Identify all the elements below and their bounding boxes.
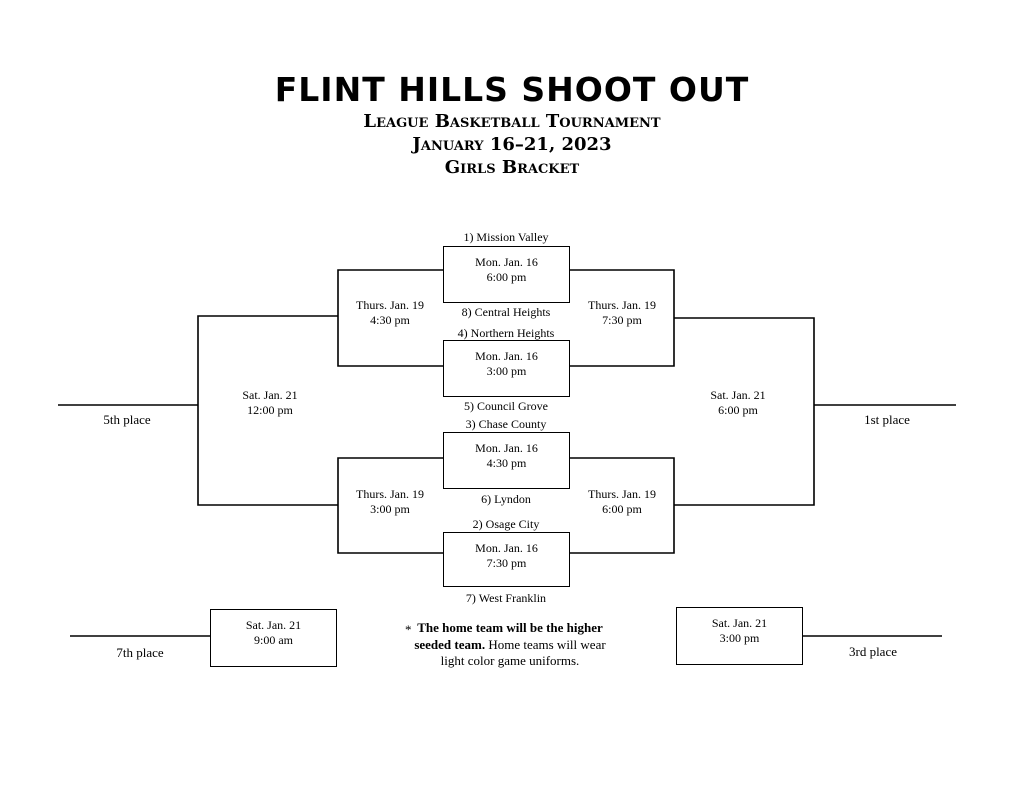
- team-seed-6: 6) Lyndon: [481, 492, 531, 506]
- game-date: Sat. Jan. 21: [711, 616, 768, 630]
- game-date: Sat. Jan. 21: [245, 618, 302, 632]
- game-box-4v5: Mon. Jan. 16 3:00 pm: [443, 340, 570, 397]
- first-place-label: 1st place: [864, 412, 910, 427]
- game-time: 4:30 pm: [486, 456, 527, 470]
- team-seed-7: 7) West Franklin: [465, 591, 547, 605]
- game-time: 3:00 pm: [719, 631, 760, 645]
- game-box-3v6: Mon. Jan. 16 4:30 pm: [443, 432, 570, 489]
- team-seed-4: 4) Northern Heights: [457, 326, 555, 340]
- home-team-note: * The home team will be the higher seede…: [405, 620, 615, 670]
- team-seed-3: 3) Chase County: [465, 417, 547, 431]
- tournament-subtitle: League Basketball Tournament: [363, 111, 661, 132]
- game-time: 3:00 pm: [486, 364, 527, 378]
- game-date: Mon. Jan. 16: [475, 349, 538, 363]
- third-place-label: 3rd place: [848, 644, 897, 659]
- game-box-1v8: Mon. Jan. 16 6:00 pm: [443, 246, 570, 303]
- left-top-semi-bracket: [337, 269, 443, 367]
- team-seed-5: 5) Council Grove: [464, 399, 548, 413]
- game-date: Mon. Jan. 16: [475, 541, 538, 555]
- game-time: 7:30 pm: [486, 556, 527, 570]
- note-asterisk: *: [405, 622, 412, 637]
- bracket-name: Girls Bracket: [444, 157, 580, 178]
- third-place-game-box: Sat. Jan. 21 3:00 pm: [676, 607, 803, 665]
- fifth-place-label: 5th place: [103, 412, 151, 427]
- tournament-title: FLINT HILLS SHOOT OUT: [274, 70, 750, 109]
- team-seed-2: 2) Osage City: [472, 517, 540, 531]
- game-time: 6:00 pm: [486, 270, 527, 284]
- title-block: FLINT HILLS SHOOT OUT League Basketball …: [0, 70, 1024, 179]
- game-box-2v7: Mon. Jan. 16 7:30 pm: [443, 532, 570, 587]
- game-time: 9:00 am: [254, 633, 293, 647]
- game-date: Mon. Jan. 16: [475, 255, 538, 269]
- team-seed-8: 8) Central Heights: [461, 305, 551, 319]
- note-text: Home teams will wear light color game un…: [440, 636, 606, 669]
- seventh-place-label: 7th place: [116, 645, 164, 660]
- game-date: Mon. Jan. 16: [475, 441, 538, 455]
- first-place-bracket: [674, 317, 815, 506]
- seventh-place-game-box: Sat. Jan. 21 9:00 am: [210, 609, 337, 667]
- note-bold-text: The home team will be the higher seeded …: [414, 620, 603, 652]
- tournament-dates: January 16–21, 2023: [412, 134, 612, 155]
- team-seed-1: 1) Mission Valley: [463, 230, 549, 244]
- fifth-place-bracket: [197, 315, 338, 506]
